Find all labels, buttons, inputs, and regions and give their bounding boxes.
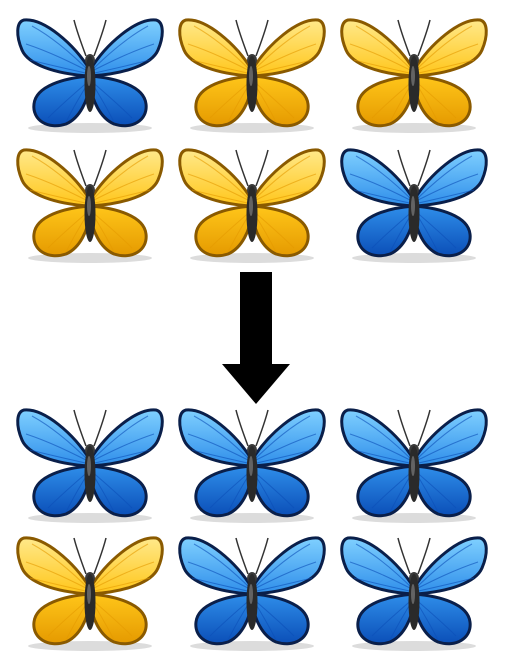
top-butterfly-yellow-icon [176,4,328,134]
bottom-butterfly-blue-icon [338,394,490,524]
bottom-butterfly-blue-icon [176,522,328,652]
top-butterfly-blue-icon [14,4,166,134]
bottom-butterfly-blue-icon [14,394,166,524]
bottom-butterfly-yellow-icon [14,522,166,652]
top-butterfly-yellow-icon [14,134,166,264]
top-butterfly-yellow-icon [176,134,328,264]
bottom-butterfly-blue-icon [176,394,328,524]
top-butterfly-yellow-icon [338,4,490,134]
top-butterfly-blue-icon [338,134,490,264]
down-arrow-icon [220,272,292,404]
bottom-butterfly-blue-icon [338,522,490,652]
